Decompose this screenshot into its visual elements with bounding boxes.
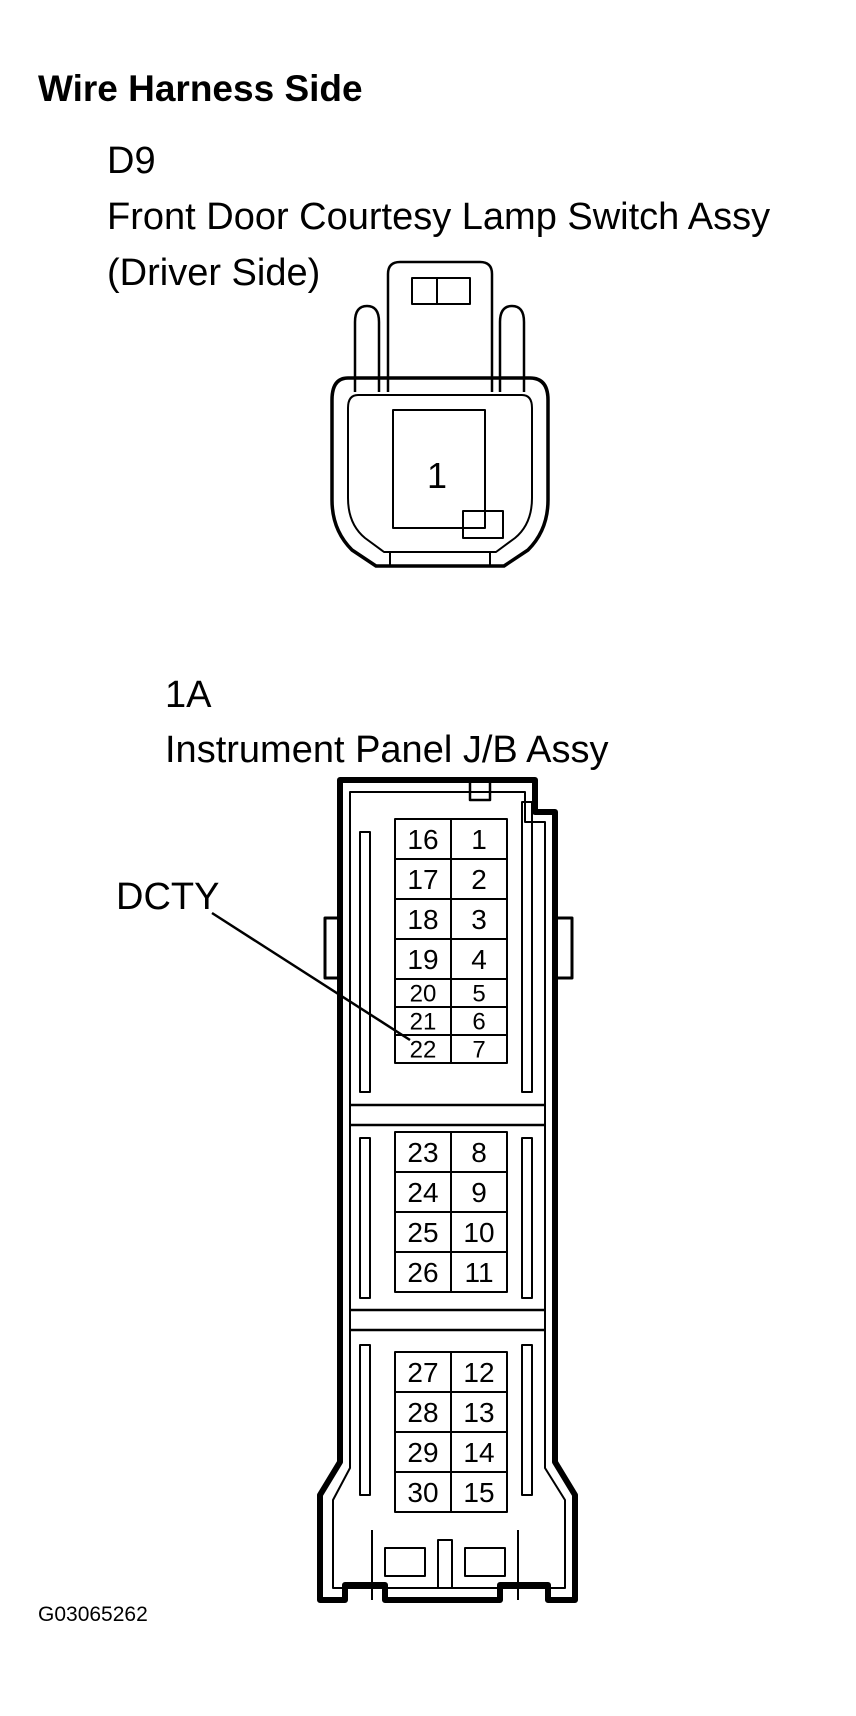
pin-label: 19	[407, 944, 438, 975]
pin-label: 9	[471, 1177, 487, 1208]
pin-label: 27	[407, 1357, 438, 1388]
pin-label: 22	[410, 1037, 437, 1064]
d9-connector-side: (Driver Side)	[107, 252, 321, 294]
pin-label: 29	[407, 1437, 438, 1468]
pin-label: 21	[410, 1009, 437, 1036]
pin-label: 11	[464, 1257, 493, 1288]
pin-label: 3	[471, 904, 487, 935]
pin-label: 5	[472, 981, 485, 1008]
pin-label: 10	[463, 1217, 494, 1248]
pin-cell	[450, 1034, 508, 1064]
pin-label: 1	[471, 824, 487, 855]
pin-label: 2	[471, 864, 487, 895]
pin-label: 18	[407, 904, 438, 935]
pin-label: 8	[471, 1137, 487, 1168]
1a-connector-name: Instrument Panel J/B Assy	[165, 729, 609, 771]
dcty-callout-label: DCTY	[116, 876, 220, 918]
pin-label: 6	[472, 1009, 485, 1036]
1a-connector-code: 1A	[165, 674, 212, 716]
pin-label: 4	[471, 944, 487, 975]
pin-label: 7	[472, 1037, 485, 1064]
d9-pin-label: 1	[427, 455, 447, 496]
pin-label: 25	[407, 1217, 438, 1248]
pin-label: 20	[410, 981, 437, 1008]
d9-connector-name: Front Door Courtesy Lamp Switch Assy	[107, 196, 771, 238]
pin-cell	[450, 1471, 508, 1513]
pin-label: 13	[463, 1397, 494, 1428]
pin-label: 16	[407, 824, 438, 855]
pin-label: 30	[407, 1477, 438, 1508]
pin-label: 28	[407, 1397, 438, 1428]
pin-label: 17	[407, 864, 438, 895]
pin-label: 26	[407, 1257, 438, 1288]
figure-code: G03065262	[38, 1603, 148, 1626]
diagram-title: Wire Harness Side	[38, 68, 363, 109]
d9-connector-code: D9	[107, 140, 156, 182]
pin-label: 24	[407, 1177, 438, 1208]
pin-cell	[450, 1251, 508, 1293]
pin-label: 15	[463, 1477, 494, 1508]
pin-label: 14	[463, 1437, 494, 1468]
pin-label: 12	[463, 1357, 494, 1388]
pin-label: 23	[407, 1137, 438, 1168]
